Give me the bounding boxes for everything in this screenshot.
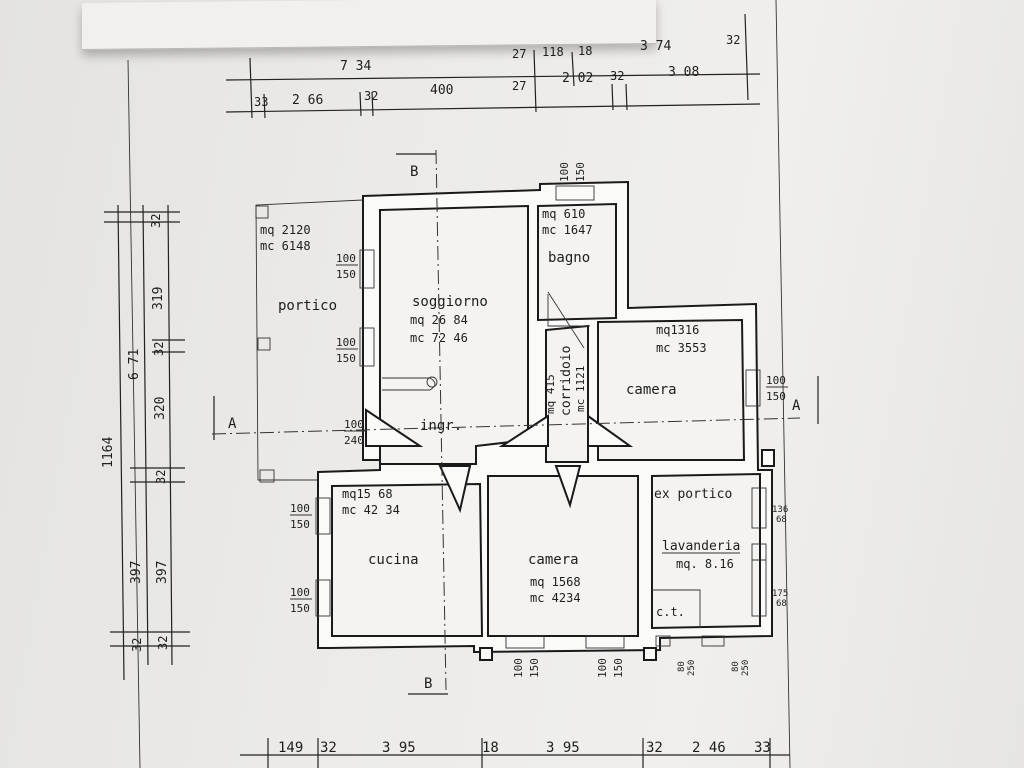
camera2-w1-w: 100 <box>512 658 525 678</box>
dim-left-319: 319 <box>151 287 166 310</box>
entry-w: 100 <box>344 418 364 431</box>
camera1-mc: mc 3553 <box>656 341 707 355</box>
dim-left-397b: 397 <box>155 561 170 584</box>
ct-w2-h: 250 <box>741 660 751 676</box>
dim-left-671: 6 71 <box>127 349 142 380</box>
camera2-w1-h: 150 <box>528 658 541 678</box>
dim-top-32c: 32 <box>610 69 624 83</box>
corridoio-name: corridoio <box>559 346 574 416</box>
cucina-w1-h: 150 <box>290 518 310 531</box>
section-b-bottom: B <box>424 676 432 692</box>
section-lines: A A B B <box>211 149 819 695</box>
cucina-w2-w: 100 <box>290 586 310 599</box>
section-b-top: B <box>410 164 418 180</box>
left-dimensions: 1164 6 71 397 32 32 319 32 320 32 397 32 <box>101 204 190 681</box>
dim-left-397a: 397 <box>129 561 144 584</box>
cucina-mq: mq15 68 <box>342 487 393 501</box>
portico-w2-h: 150 <box>336 352 356 365</box>
dim-top-266: 2 66 <box>292 93 323 108</box>
ct-w1-w: 80 <box>677 661 687 672</box>
camera2-mq: mq 1568 <box>530 575 581 589</box>
cucina-name: cucina <box>368 552 419 568</box>
camera2-mc: mc 4234 <box>530 591 581 605</box>
dim-bot-395b: 3 95 <box>546 740 580 756</box>
dim-top-32b: 32 <box>364 89 378 103</box>
portico-name: portico <box>278 298 337 314</box>
dim-bot-395a: 3 95 <box>382 740 416 756</box>
lav-w1-w: 136 <box>772 505 788 515</box>
camera1-name: camera <box>626 382 677 398</box>
dim-left-320: 320 <box>153 397 168 420</box>
camera2-w2-h: 150 <box>612 658 625 678</box>
camera1-mq: mq1316 <box>656 323 699 337</box>
cucina-w1-w: 100 <box>290 502 310 515</box>
dim-bot-149: 149 <box>278 740 303 756</box>
dim-top-734: 7 34 <box>340 59 371 74</box>
dim-top-32a: 32 <box>726 33 740 47</box>
ct-w2-w: 80 <box>731 661 741 672</box>
lav-w1-h: 68 <box>776 515 787 525</box>
camera1-w-w: 100 <box>766 374 786 387</box>
dim-top-18: 18 <box>578 44 592 58</box>
camera2-name: camera <box>528 552 579 568</box>
camera1-w-h: 150 <box>766 390 786 403</box>
frame-line <box>775 0 791 768</box>
ct-name: c.t. <box>656 605 685 619</box>
portico-w1-h: 150 <box>336 268 356 281</box>
top-dimensions: 7 34 27 118 18 3 74 32 33 2 66 32 400 27… <box>225 13 761 119</box>
ingr-label: ingr. <box>420 418 462 434</box>
portico-mq: mq 2120 <box>260 223 311 237</box>
dim-left-32c: 32 <box>154 470 168 484</box>
section-a-left: A <box>228 416 237 432</box>
dim-top-118: 118 <box>542 45 564 59</box>
soggiorno-mq: mq 26 84 <box>410 313 468 327</box>
lav-w2-w: 175 <box>772 589 788 599</box>
bagno-mc: mc 1647 <box>542 223 593 237</box>
soggiorno-name: soggiorno <box>412 294 488 310</box>
frame-line-left <box>127 59 141 768</box>
cucina-w2-h: 150 <box>290 602 310 615</box>
ct-w1-h: 250 <box>687 660 697 676</box>
portico-w2-w: 100 <box>336 336 356 349</box>
dim-bot-246: 2 46 <box>692 740 726 756</box>
dim-top-27b: 27 <box>512 79 526 93</box>
bagno-name: bagno <box>548 250 590 266</box>
portico-w1-w: 100 <box>336 252 356 265</box>
dim-left-32d: 32 <box>156 636 170 650</box>
bagno-w-w: 100 <box>558 162 571 182</box>
camera2-w2-w: 100 <box>596 658 609 678</box>
section-a-right: A <box>792 398 801 414</box>
dim-top-400: 400 <box>430 83 453 98</box>
lavanderia-mq: mq. 8.16 <box>676 557 734 571</box>
dim-left-1164: 1164 <box>101 437 116 468</box>
soggiorno-mc: mc 72 46 <box>410 331 468 345</box>
dim-bot-32a: 32 <box>320 740 337 756</box>
dim-top-33: 33 <box>254 95 268 109</box>
dim-bot-32b: 32 <box>646 740 663 756</box>
dim-top-202: 2 02 <box>562 71 593 86</box>
dim-top-308: 3 08 <box>668 65 699 80</box>
dim-top-374: 3 74 <box>640 39 671 54</box>
lavanderia-name: lavanderia <box>662 539 740 554</box>
corridoio-mq: mq 415 <box>544 374 557 414</box>
portico-mc: mc 6148 <box>260 239 311 253</box>
exportico-name: ex portico <box>654 487 732 502</box>
dim-left-32b: 32 <box>152 342 166 356</box>
bottom-dimensions: 149 32 3 95 18 3 95 32 2 46 33 <box>240 738 790 768</box>
opening-labels: 100 150 100 150 100 240 100 150 100 150 … <box>290 162 788 678</box>
dim-bot-18: 18 <box>482 740 499 756</box>
dim-left-32f: 32 <box>130 638 144 652</box>
lav-w2-h: 68 <box>776 599 787 609</box>
dim-top-27a: 27 <box>512 47 526 61</box>
corridoio-mc: mc 1121 <box>574 366 587 412</box>
walls <box>255 180 775 661</box>
dim-left-32a: 32 <box>149 214 163 228</box>
cucina-mc: mc 42 34 <box>342 503 400 517</box>
bagno-w-h: 150 <box>574 162 587 182</box>
dim-bot-33: 33 <box>754 740 771 756</box>
bagno-mq: mq 610 <box>542 207 585 221</box>
room-labels: mq 2120 mc 6148 portico soggiorno mq 26 … <box>260 207 740 619</box>
entry-h: 240 <box>344 434 364 447</box>
